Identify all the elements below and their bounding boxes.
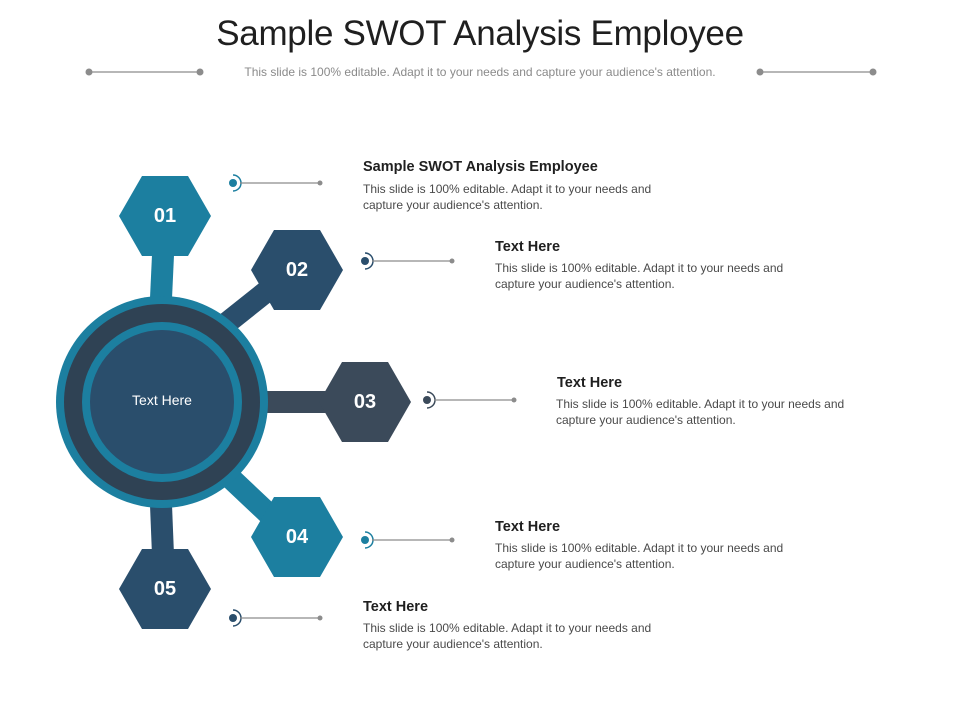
pointer-04 [361, 531, 455, 549]
item-05-title: Text Here [363, 599, 429, 615]
pointer-03 [423, 391, 517, 409]
item-01-title: Sample SWOT Analysis Employee [363, 159, 598, 175]
hexagon-03-number: 03 [353, 391, 377, 413]
hexagon-05-number: 05 [153, 578, 177, 600]
subtitle-divider [85, 68, 877, 76]
hexagon-04-number: 04 [285, 526, 309, 548]
item-04-title: Text Here [495, 519, 561, 535]
center-hub-label: Text Here [132, 392, 192, 408]
page-subtitle: This slide is 100% editable. Adapt it to… [244, 65, 716, 79]
pointer-01 [229, 174, 323, 192]
item-01-text: This slide is 100% editable. Adapt it to… [363, 182, 652, 212]
hexagon-02-number: 02 [285, 259, 309, 281]
hexagon-01-number: 01 [153, 205, 177, 227]
central-hub [56, 296, 268, 508]
hexagon-05 [119, 549, 211, 629]
page-title: Sample SWOT Analysis Employee [216, 14, 744, 53]
item-03-title: Text Here [557, 375, 623, 391]
item-04-text: This slide is 100% editable. Adapt it to… [495, 541, 784, 571]
pointer-05 [229, 609, 323, 627]
item-02-title: Text Here [495, 239, 561, 255]
item-03-text: This slide is 100% editable. Adapt it to… [556, 397, 845, 427]
hexagon-02 [251, 230, 343, 310]
pointer-02 [361, 252, 455, 270]
hexagon-01 [119, 176, 211, 256]
hexagon-03 [319, 362, 411, 442]
hexagon-04 [251, 497, 343, 577]
item-05-text: This slide is 100% editable. Adapt it to… [363, 621, 652, 651]
item-02-text: This slide is 100% editable. Adapt it to… [495, 261, 784, 291]
